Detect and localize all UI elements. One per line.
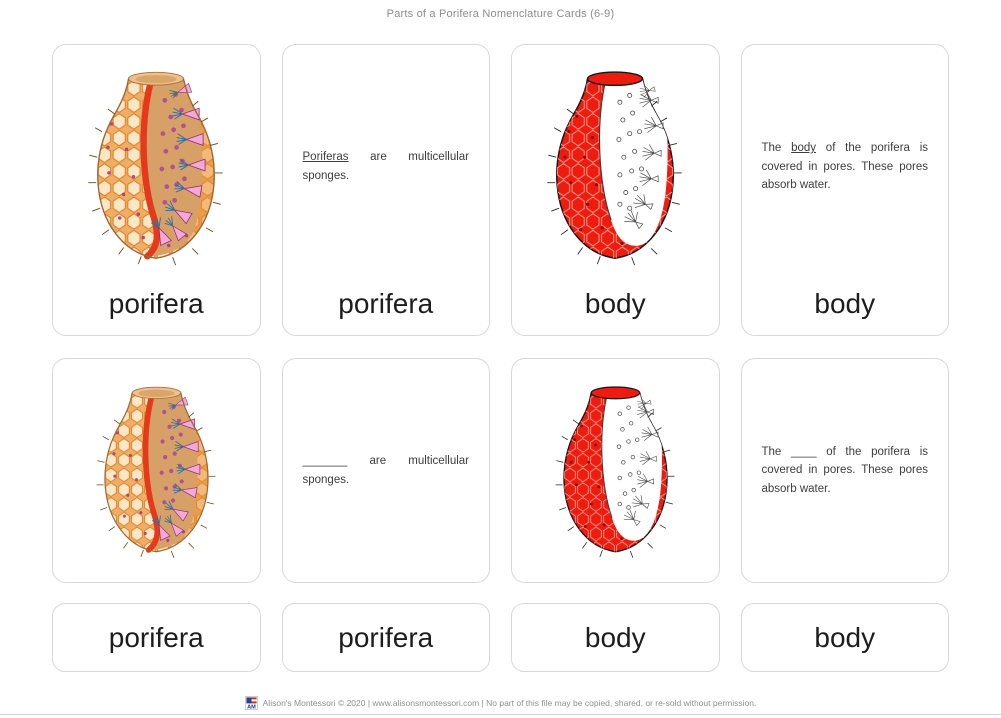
card-body-picture-labeled: body	[511, 44, 720, 336]
copyright-footer: AM Alison's Montessori © 2020 | www.alis…	[52, 696, 949, 710]
card-text-area: The body of the porifera is covered in p…	[742, 45, 949, 289]
definition-pre: The	[761, 445, 791, 458]
label-card-porifera: porifera	[52, 603, 261, 672]
label-card-body: body	[511, 603, 720, 672]
definition-pre: The	[761, 142, 792, 155]
card-text-area: Poriferas are multicellular sponges.	[283, 45, 490, 289]
card-image-area	[53, 359, 260, 582]
term-underlined: body	[791, 142, 817, 155]
card-text-area: The ____ of the porifera is covered in p…	[742, 359, 949, 582]
card-porifera-picture-labeled: porifera	[52, 44, 261, 336]
svg-text:AM: AM	[247, 704, 256, 710]
card-porifera-picture-unlabeled	[52, 358, 261, 583]
porifera-body-highlight-illustration	[550, 379, 681, 563]
card-text-area: _______ are multicellular sponges.	[283, 359, 490, 582]
alisons-montessori-logo: AM	[244, 696, 258, 710]
porifera-color-illustration	[82, 63, 230, 271]
footer-text: Alison's Montessori © 2020 | www.alisons…	[262, 698, 757, 708]
definition-post: of the porifera is covered in pores. The…	[761, 445, 929, 495]
definition-post: of the porifera is covered in pores. The…	[761, 142, 929, 192]
fill-in-blank: _______	[302, 454, 348, 467]
card-body-definition-blank: The ____ of the porifera is covered in p…	[740, 358, 949, 583]
label-card-body: body	[740, 603, 949, 672]
definition-text: _______ are multicellular sponges.	[303, 452, 470, 489]
porifera-body-highlight-illustration	[541, 63, 689, 271]
definition-post: are multicellular sponges.	[302, 151, 470, 183]
definition-text: The ____ of the porifera is covered in p…	[762, 443, 929, 499]
card-image-area	[512, 45, 719, 289]
label-card-porifera: porifera	[281, 603, 490, 672]
card-porifera-definition-blank: _______ are multicellular sponges.	[281, 358, 490, 583]
fill-in-blank: ____	[790, 445, 817, 458]
card-body-picture-unlabeled	[511, 358, 720, 583]
porifera-color-illustration	[91, 379, 222, 563]
card-label: porifera	[108, 288, 204, 320]
card-label: body	[814, 288, 876, 320]
card-image-area	[53, 45, 260, 289]
card-image-area	[512, 359, 719, 582]
card-label: porifera	[338, 288, 434, 320]
card-row-1: porifera Poriferas are multicellular spo…	[52, 44, 949, 336]
term-underlined: Poriferas	[302, 151, 349, 164]
card-row-2: _______ are multicellular sponges. The _…	[52, 358, 949, 583]
label-row: porifera porifera body body	[52, 603, 949, 672]
definition-text: Poriferas are multicellular sponges.	[303, 148, 470, 185]
card-label: body	[584, 288, 646, 320]
definition-post: are multicellular sponges.	[302, 454, 470, 486]
card-body-definition-labeled: The body of the porifera is covered in p…	[740, 44, 949, 336]
page-title: Parts of a Porifera Nomenclature Cards (…	[386, 8, 615, 20]
card-porifera-definition-labeled: Poriferas are multicellular sponges. por…	[281, 44, 490, 336]
definition-text: The body of the porifera is covered in p…	[762, 139, 929, 195]
